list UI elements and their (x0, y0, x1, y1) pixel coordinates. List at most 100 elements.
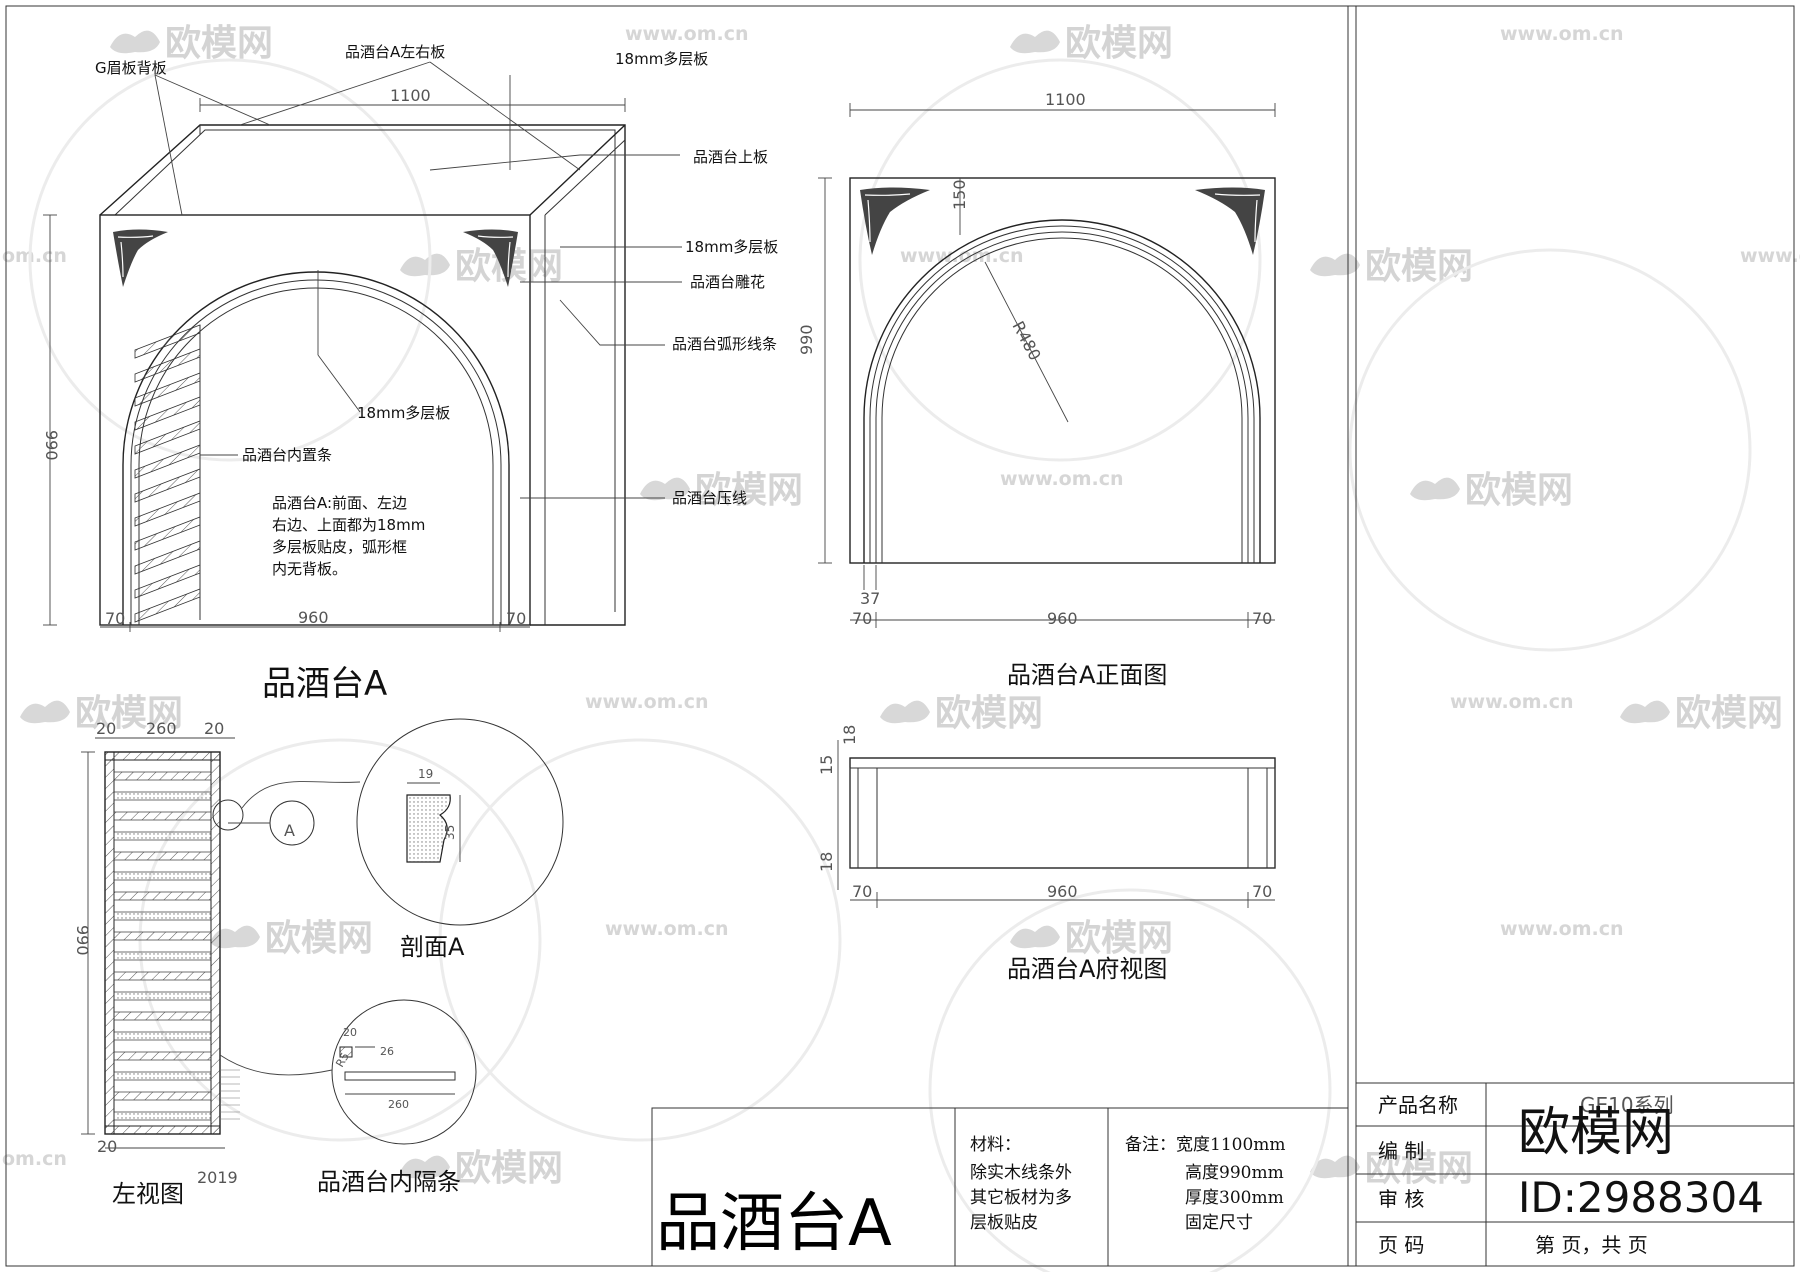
front-dim-left: 70 (852, 609, 872, 628)
watermark-brand: 欧模网 (935, 693, 1043, 734)
watermark-url-short: om.cn (2, 245, 67, 267)
label-ply-top: 18mm多层板 (615, 50, 708, 68)
watermark-logo-icon (210, 925, 260, 949)
title-block-big-title: 品酒台A (656, 1187, 892, 1261)
note-line-2: 右边、上面都为18mm (272, 516, 425, 534)
section-dim-w: 19 (418, 767, 433, 781)
watermark-brand: 欧模网 (75, 693, 183, 734)
watermark-url: www.om.cn (585, 691, 709, 713)
label-top-panel: 品酒台上板 (693, 148, 768, 166)
top-dim-b: 15 (817, 755, 836, 775)
left-slat (113, 1071, 212, 1081)
watermark-layer: 欧模网欧模网欧模网欧模网欧模网欧模网欧模网欧模网欧模网欧模网欧模网欧模网欧模网w… (2, 23, 1800, 1272)
top-dim-c: 18 (817, 852, 836, 872)
watermark-url: www.om.cn (625, 23, 749, 45)
watermark-url: www.om.cn (1450, 691, 1574, 713)
top-dim-middle: 960 (1047, 882, 1078, 901)
left-dim-top-left: 20 (96, 719, 116, 738)
dim-right: 70 (506, 609, 526, 628)
left-slat (113, 951, 212, 961)
watermark-url: www.om.cn (1000, 468, 1124, 490)
notes-line-2: 高度990mm (1185, 1163, 1284, 1183)
section-a: 19 35 剖面A (356, 718, 564, 961)
front-dim-width: 1100 (1045, 90, 1086, 109)
top-dim-left: 70 (852, 882, 872, 901)
front-carving-left-icon (860, 187, 930, 255)
label-side-panel: 品酒台A左右板 (345, 43, 445, 61)
top-view: 18 15 18 70 960 70 品酒台A府视图 (817, 725, 1276, 983)
watermark-logo-icon (400, 253, 450, 277)
watermark-brand: 欧模网 (165, 23, 273, 64)
row-label-review: 审 核 (1378, 1187, 1424, 1211)
watermark-logo-icon (1410, 477, 1460, 501)
label-press-line: 品酒台压线 (672, 489, 747, 507)
front-dim-radius: R480 (1008, 318, 1044, 364)
left-dim-bottom-right: 2019 (197, 1168, 238, 1187)
watermark-logo-icon (20, 700, 70, 724)
left-slat (113, 891, 212, 901)
material-line-4: 层板贴皮 (970, 1213, 1038, 1233)
left-slat (113, 811, 212, 821)
front-dim-middle: 960 (1047, 609, 1078, 628)
section-a-title: 剖面A (400, 933, 465, 961)
left-slat (113, 971, 212, 981)
row-label-product: 产品名称 (1378, 1093, 1458, 1117)
carving-right-icon (463, 229, 518, 287)
notes-line-3: 厚度300mm (1185, 1188, 1284, 1208)
watermark-brand: 欧模网 (1365, 1148, 1473, 1189)
note-line-3: 多层板贴皮，弧形框 (272, 538, 407, 556)
watermark-brand: 欧模网 (1065, 23, 1173, 64)
label-arc-strip: 品酒台弧形线条 (672, 335, 777, 353)
divider-title: 品酒台内隔条 (317, 1168, 461, 1196)
divider-detail: 20 26 260 R5 品酒台内隔条 (219, 999, 477, 1196)
note-line-4: 内无背板。 (272, 560, 347, 578)
left-slat (113, 831, 212, 841)
watermark-brand: 欧模网 (1675, 693, 1783, 734)
left-view-title: 左视图 (112, 1180, 184, 1208)
divider-dim-r: R5 (333, 1050, 352, 1069)
front-dim-edge: 37 (860, 589, 880, 608)
watermark-logo-icon (110, 30, 160, 54)
watermark-logo-icon (1010, 30, 1060, 54)
material-line-2: 除实木线条外 (970, 1163, 1072, 1183)
left-dim-top-mid: 260 (146, 719, 177, 738)
left-slat (113, 1011, 212, 1021)
divider-dim-c: 260 (388, 1098, 409, 1111)
front-dim-top: 150 (950, 179, 969, 210)
material-line-3: 其它板材为多 (970, 1188, 1072, 1208)
row-label-author: 编 制 (1378, 1139, 1424, 1163)
dim-middle: 960 (298, 608, 329, 627)
label-inner-strip: 品酒台内置条 (242, 446, 332, 464)
watermark-logo-icon (880, 700, 930, 724)
watermark-brand: 欧模网 (265, 918, 373, 959)
carving-left-icon (113, 229, 168, 287)
watermark-brand: 欧模网 (1465, 470, 1573, 511)
top-dim-a: 18 (840, 725, 859, 745)
left-view-slats (113, 771, 240, 1121)
notes-line-4: 固定尺寸 (1185, 1213, 1253, 1233)
watermark-logo-icon (1620, 700, 1670, 724)
front-view-title: 品酒台A正面图 (1007, 661, 1167, 689)
watermark-url-short: om.cn (2, 1148, 67, 1170)
left-slat (113, 791, 212, 801)
dim-height: 990 (42, 430, 61, 461)
left-slat (113, 991, 212, 1001)
left-dim-top-right: 20 (204, 719, 224, 738)
inner-slats (134, 324, 201, 623)
brand-stamp: 欧模网 (1518, 1103, 1674, 1163)
label-ply-center: 18mm多层板 (357, 404, 450, 422)
left-slat (113, 1111, 212, 1121)
front-dim-height: 990 (797, 324, 816, 355)
front-dim-right: 70 (1252, 609, 1272, 628)
watermark-logo-icon (400, 1155, 450, 1179)
left-slat (113, 911, 212, 921)
watermark-logo-icon (640, 477, 690, 501)
divider-dim-b: 26 (380, 1045, 394, 1058)
watermark-brand: 欧模网 (455, 1148, 563, 1189)
left-dim-bottom-left: 20 (97, 1137, 117, 1156)
left-dim-height: 990 (73, 925, 92, 956)
left-slat (113, 851, 212, 861)
watermark-brand: 欧模网 (1065, 918, 1173, 959)
top-dim-right: 70 (1252, 882, 1272, 901)
